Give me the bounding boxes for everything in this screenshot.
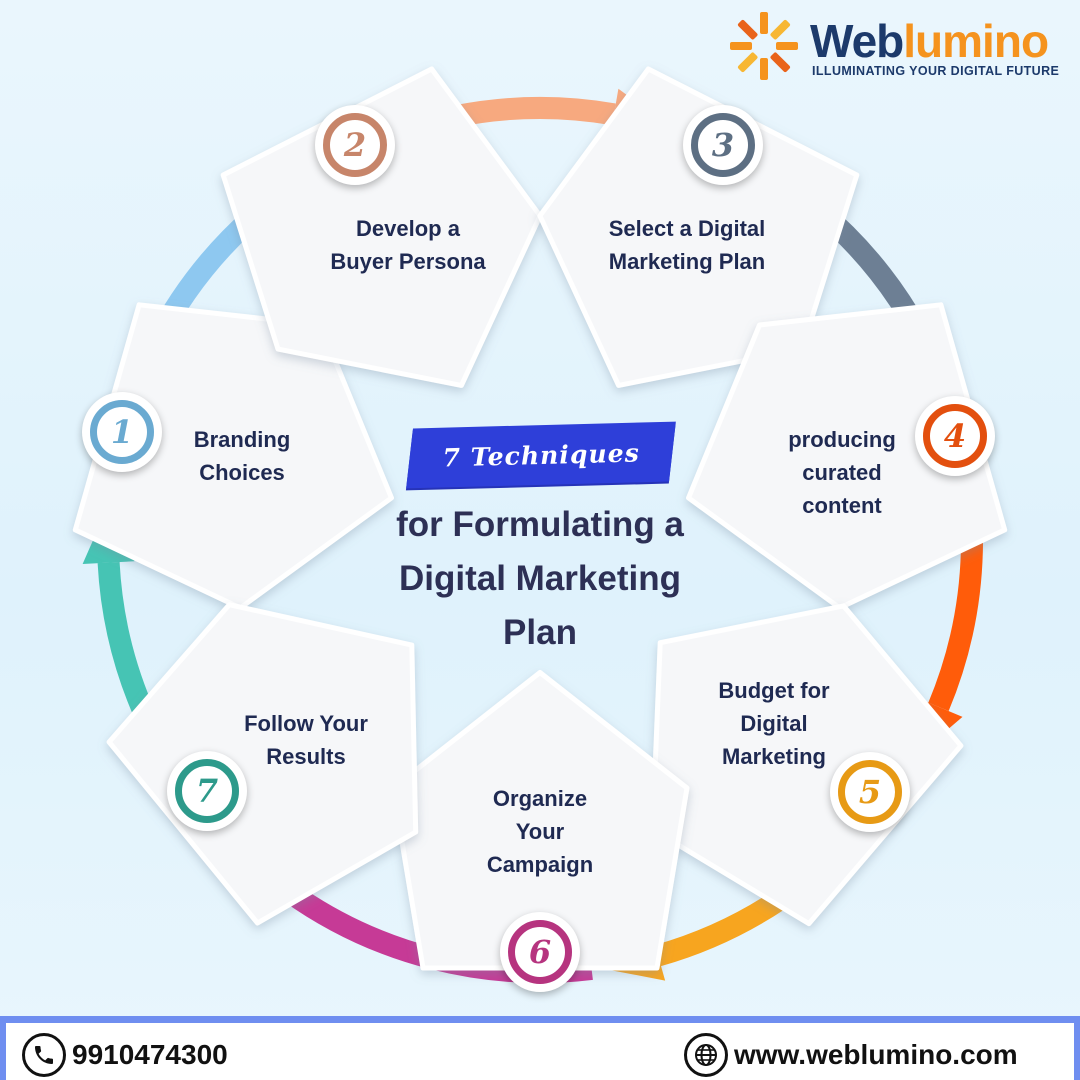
step-4-number: 4 <box>923 404 987 468</box>
page-title: for Formulating a Digital Marketing Plan <box>396 505 684 652</box>
footer-bar: 9910474300 www.weblumino.com <box>0 1016 1080 1080</box>
step-5-label: Budget for Digital Marketing <box>718 678 830 769</box>
step-2-label: Develop a Buyer Persona <box>330 216 486 274</box>
phone-contact[interactable]: 9910474300 <box>22 1033 228 1077</box>
step-7-number: 7 <box>175 759 239 823</box>
title-badge: 7 Techniques <box>406 421 676 489</box>
title-badge-text: 7 Techniques <box>442 437 640 473</box>
step-card <box>106 602 419 926</box>
step-2-number: 2 <box>323 113 387 177</box>
step-7-label: Follow Your Results <box>244 711 368 769</box>
step-6-label: Organize Your Campaign <box>486 786 594 877</box>
step-1-label: Branding Choices <box>193 427 291 485</box>
brand-name-part1: Web <box>810 15 904 67</box>
phone-number: 9910474300 <box>72 1039 228 1070</box>
phone-icon <box>22 1033 66 1077</box>
step-4-number-badge: 4 <box>915 396 995 476</box>
step-4-label: producing curated content <box>788 427 896 518</box>
step-6-number-badge: 6 <box>500 912 580 992</box>
step-1-number-badge: 1 <box>82 392 162 472</box>
step-3-number-badge: 3 <box>683 105 763 185</box>
brand-tagline: ILLUMINATING YOUR DIGITAL FUTURE <box>812 64 1060 78</box>
sunburst-logo-icon <box>730 12 798 80</box>
step-5-number: 5 <box>838 760 902 824</box>
website-contact[interactable]: www.weblumino.com <box>684 1033 1018 1077</box>
step-cards <box>72 66 1008 971</box>
step-7-number-badge: 7 <box>167 751 247 831</box>
step-3-label: Select a Digital Marketing Plan <box>608 216 766 274</box>
website-url: www.weblumino.com <box>734 1039 1018 1070</box>
brand-name-part2: lumino <box>903 15 1049 67</box>
step-1-number: 1 <box>90 400 154 464</box>
brand-logo: Weblumino ILLUMINATING YOUR DIGITAL FUTU… <box>722 6 1067 86</box>
brand-name: Weblumino <box>810 14 1049 68</box>
step-3-number: 3 <box>691 113 755 177</box>
step-5-number-badge: 5 <box>830 752 910 832</box>
globe-icon <box>684 1033 728 1077</box>
step-2-number-badge: 2 <box>315 105 395 185</box>
step-6-number: 6 <box>508 920 572 984</box>
